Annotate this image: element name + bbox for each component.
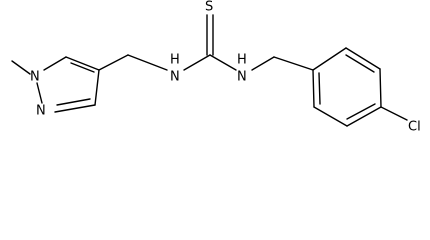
- bond-ar1-ar2: [312, 47, 347, 71]
- bond-cs-nh: [209, 54, 237, 71]
- atom-nh-right-n: N: [237, 70, 247, 85]
- bond-ar2-ar3-inner: [345, 54, 375, 73]
- bond-c5-c4: [65, 56, 100, 71]
- bond-methyl-n1: [11, 60, 31, 75]
- atom-nh-left-h: H: [170, 53, 180, 68]
- bond-ar3-ar4: [379, 68, 382, 108]
- bond-n2-n1: [36, 82, 43, 104]
- atom-chlorine: Cl: [408, 120, 421, 135]
- bond-ar5-ar6: [313, 106, 348, 127]
- bond-ar6-ar1: [312, 69, 315, 108]
- chemical-structure: N N N H N H S Cl: [11, 0, 421, 135]
- bond-c3-n2-inner: [56, 98, 91, 106]
- bond-ar4-cl: [380, 106, 408, 121]
- bond-c5-c4-inner: [70, 62, 95, 73]
- bonds: [11, 14, 408, 127]
- bond-ch2-nh: [127, 54, 168, 71]
- atom-sulfur: S: [205, 0, 213, 15]
- bond-c4-c3: [94, 69, 100, 106]
- bond-ch2-aryl: [273, 56, 314, 71]
- bond-ar4-ar5: [346, 106, 382, 127]
- bond-c4-ch2: [98, 54, 129, 71]
- bond-nh-cs: [183, 54, 211, 71]
- bond-ar6-ar1-inner: [318, 72, 321, 105]
- bond-nh-ch2: [251, 56, 275, 71]
- atom-n2: N: [36, 104, 46, 119]
- bond-c3-n2: [54, 104, 96, 113]
- bond-ar4-ar5-inner: [346, 103, 376, 120]
- atom-nh-right-h: H: [237, 53, 247, 68]
- atom-labels: N N N H N H S Cl: [30, 0, 421, 135]
- bond-n1-c5: [43, 56, 67, 71]
- bond-ar2-ar3: [345, 47, 381, 70]
- atom-nh-left-n: N: [170, 70, 180, 85]
- atom-n1: N: [30, 70, 40, 85]
